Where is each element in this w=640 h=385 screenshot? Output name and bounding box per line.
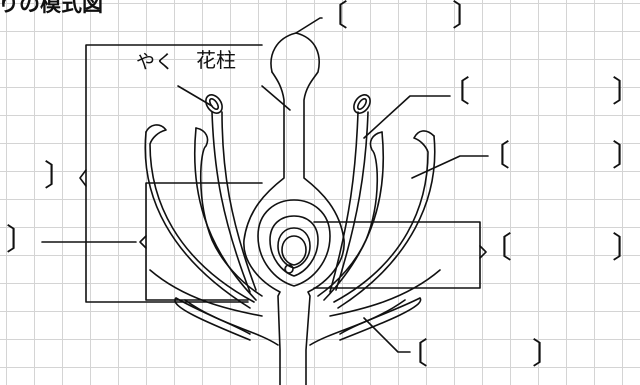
anther-right bbox=[351, 92, 374, 116]
answer-box-sepal-open: 〔 bbox=[398, 340, 428, 370]
bracket-pistil bbox=[86, 45, 262, 302]
petal-left-outer bbox=[146, 125, 254, 302]
answer-box-sepal-close: 〕 bbox=[532, 340, 562, 370]
leader-style bbox=[262, 86, 290, 110]
answer-box-stamen-open: 〔 bbox=[440, 78, 470, 108]
receptacle-right bbox=[330, 270, 440, 316]
answer-box-ovary-open: 〔 bbox=[482, 234, 512, 264]
receptacle-left-2 bbox=[185, 300, 278, 345]
answer-box-ovule-close: 〕 bbox=[6, 226, 36, 256]
answer-box-stigma-close: 〕 bbox=[452, 2, 482, 32]
leader-stamen bbox=[364, 96, 450, 138]
bracket-ovary-tip bbox=[140, 236, 146, 248]
answer-box-stigma-open: 〔 bbox=[318, 2, 348, 32]
stamen-right-filament bbox=[330, 112, 368, 292]
leader-petal bbox=[412, 156, 488, 178]
receptacle-right-2 bbox=[310, 300, 405, 345]
pistil-outline bbox=[271, 33, 344, 385]
answer-box-ovary-close: 〕 bbox=[612, 234, 640, 264]
receptacle-left bbox=[150, 270, 262, 316]
ovary-wall bbox=[258, 200, 330, 286]
answer-box-petal-open: 〔 bbox=[480, 142, 510, 172]
petal-left-inner bbox=[196, 128, 262, 296]
answer-box-stamen-close: 〕 bbox=[612, 78, 640, 108]
petal-right-inner bbox=[318, 132, 382, 296]
answer-box-petal-close: 〕 bbox=[612, 142, 640, 172]
answer-box-pistil-close: 〕 bbox=[44, 162, 74, 192]
bracket-pistil-tip bbox=[80, 170, 86, 186]
ovule-inner bbox=[282, 236, 306, 265]
